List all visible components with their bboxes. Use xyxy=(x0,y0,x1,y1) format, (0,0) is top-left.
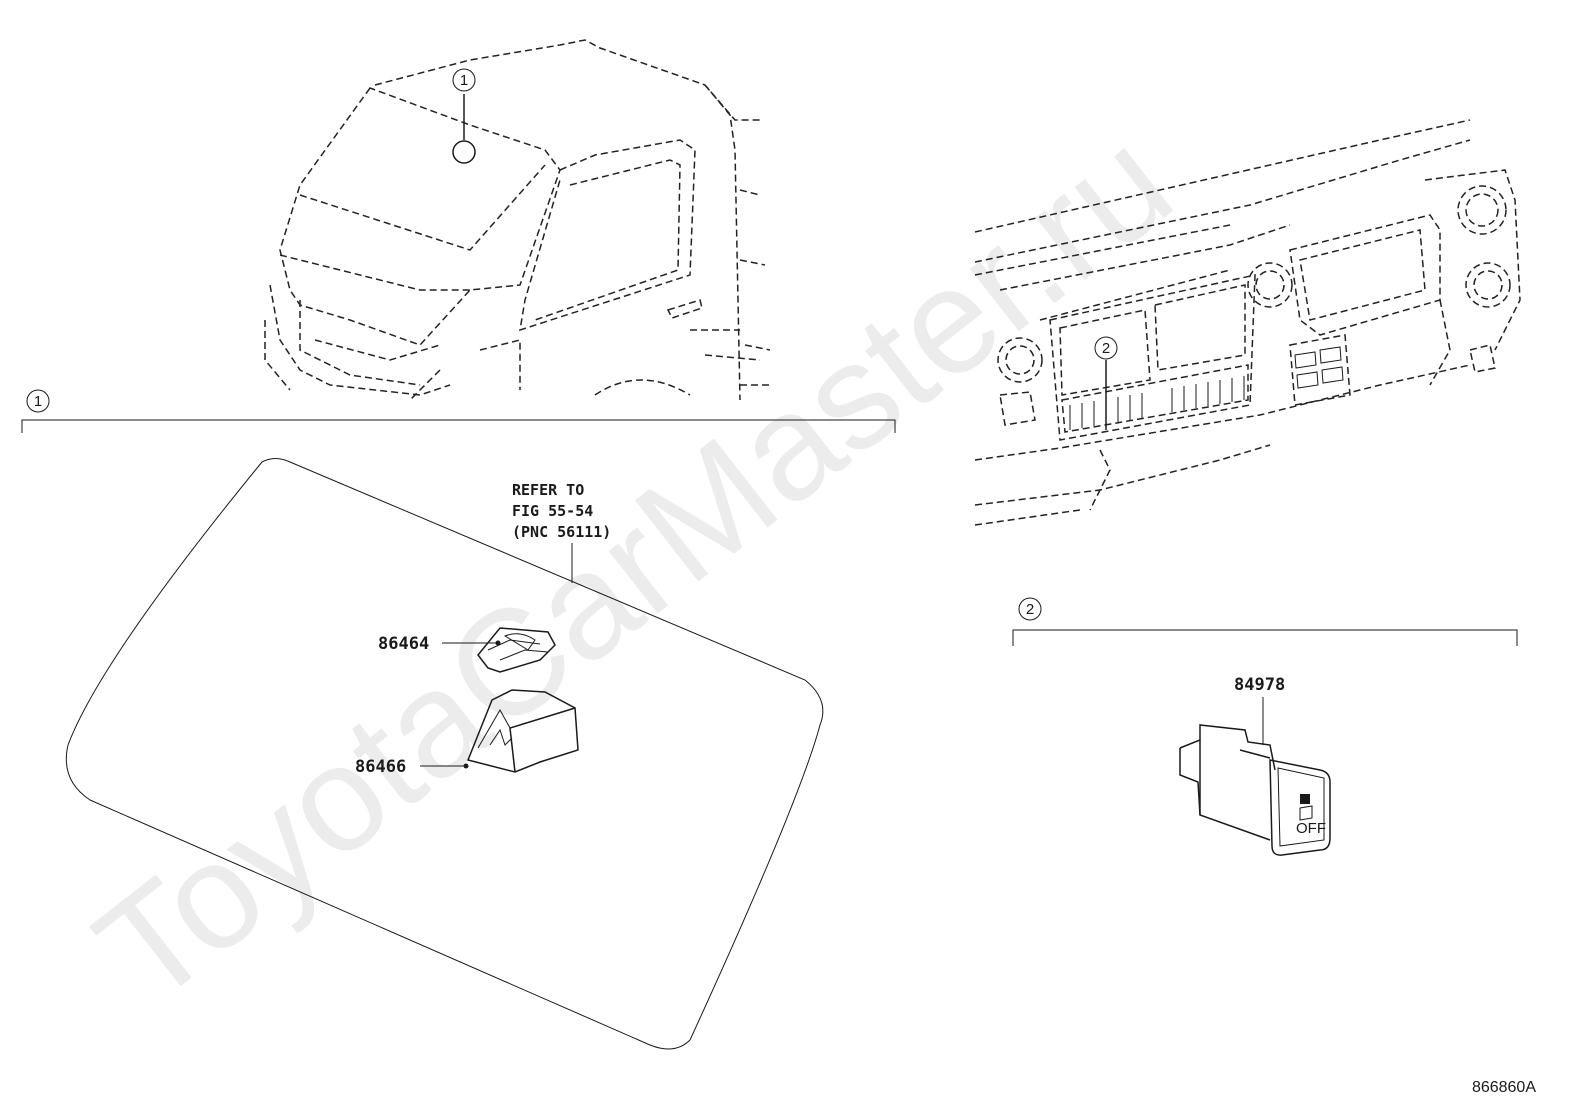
section-1-bracket: 1 xyxy=(21,389,896,433)
watermark: ToyotaCarMaster.ru xyxy=(66,97,1201,1035)
dashboard-illustration: 2 xyxy=(974,119,1521,526)
sensor-cover-86466: 86466 xyxy=(355,689,579,777)
switch-off-text: OFF xyxy=(1296,820,1326,837)
reference-note-line1: REFER TO xyxy=(512,481,584,499)
callout-2-dash: 2 xyxy=(1102,340,1110,357)
switch-indicator-icon xyxy=(1300,794,1310,804)
switch-84978: 84978 OFF xyxy=(1179,675,1331,856)
callout-1-section: 1 xyxy=(34,393,42,410)
reference-note-line2: FIG 55-54 xyxy=(512,502,593,520)
part-number-84978: 84978 xyxy=(1234,675,1285,695)
section-2-bracket: 2 xyxy=(1012,597,1518,646)
part-number-86464: 86464 xyxy=(378,634,429,654)
callout-2-section: 2 xyxy=(1026,601,1034,618)
callout-1-top: 1 xyxy=(460,72,468,89)
windshield-glass: REFER TO FIG 55-54 (PNC 56111) xyxy=(65,458,824,1050)
part-number-86466: 86466 xyxy=(355,757,406,777)
sensor-bracket-86464: 86464 xyxy=(378,627,556,673)
reference-note-line3: (PNC 56111) xyxy=(512,523,611,541)
truck-cab-illustration: 1 xyxy=(264,39,771,401)
figure-id: 866860A xyxy=(1472,1079,1536,1096)
